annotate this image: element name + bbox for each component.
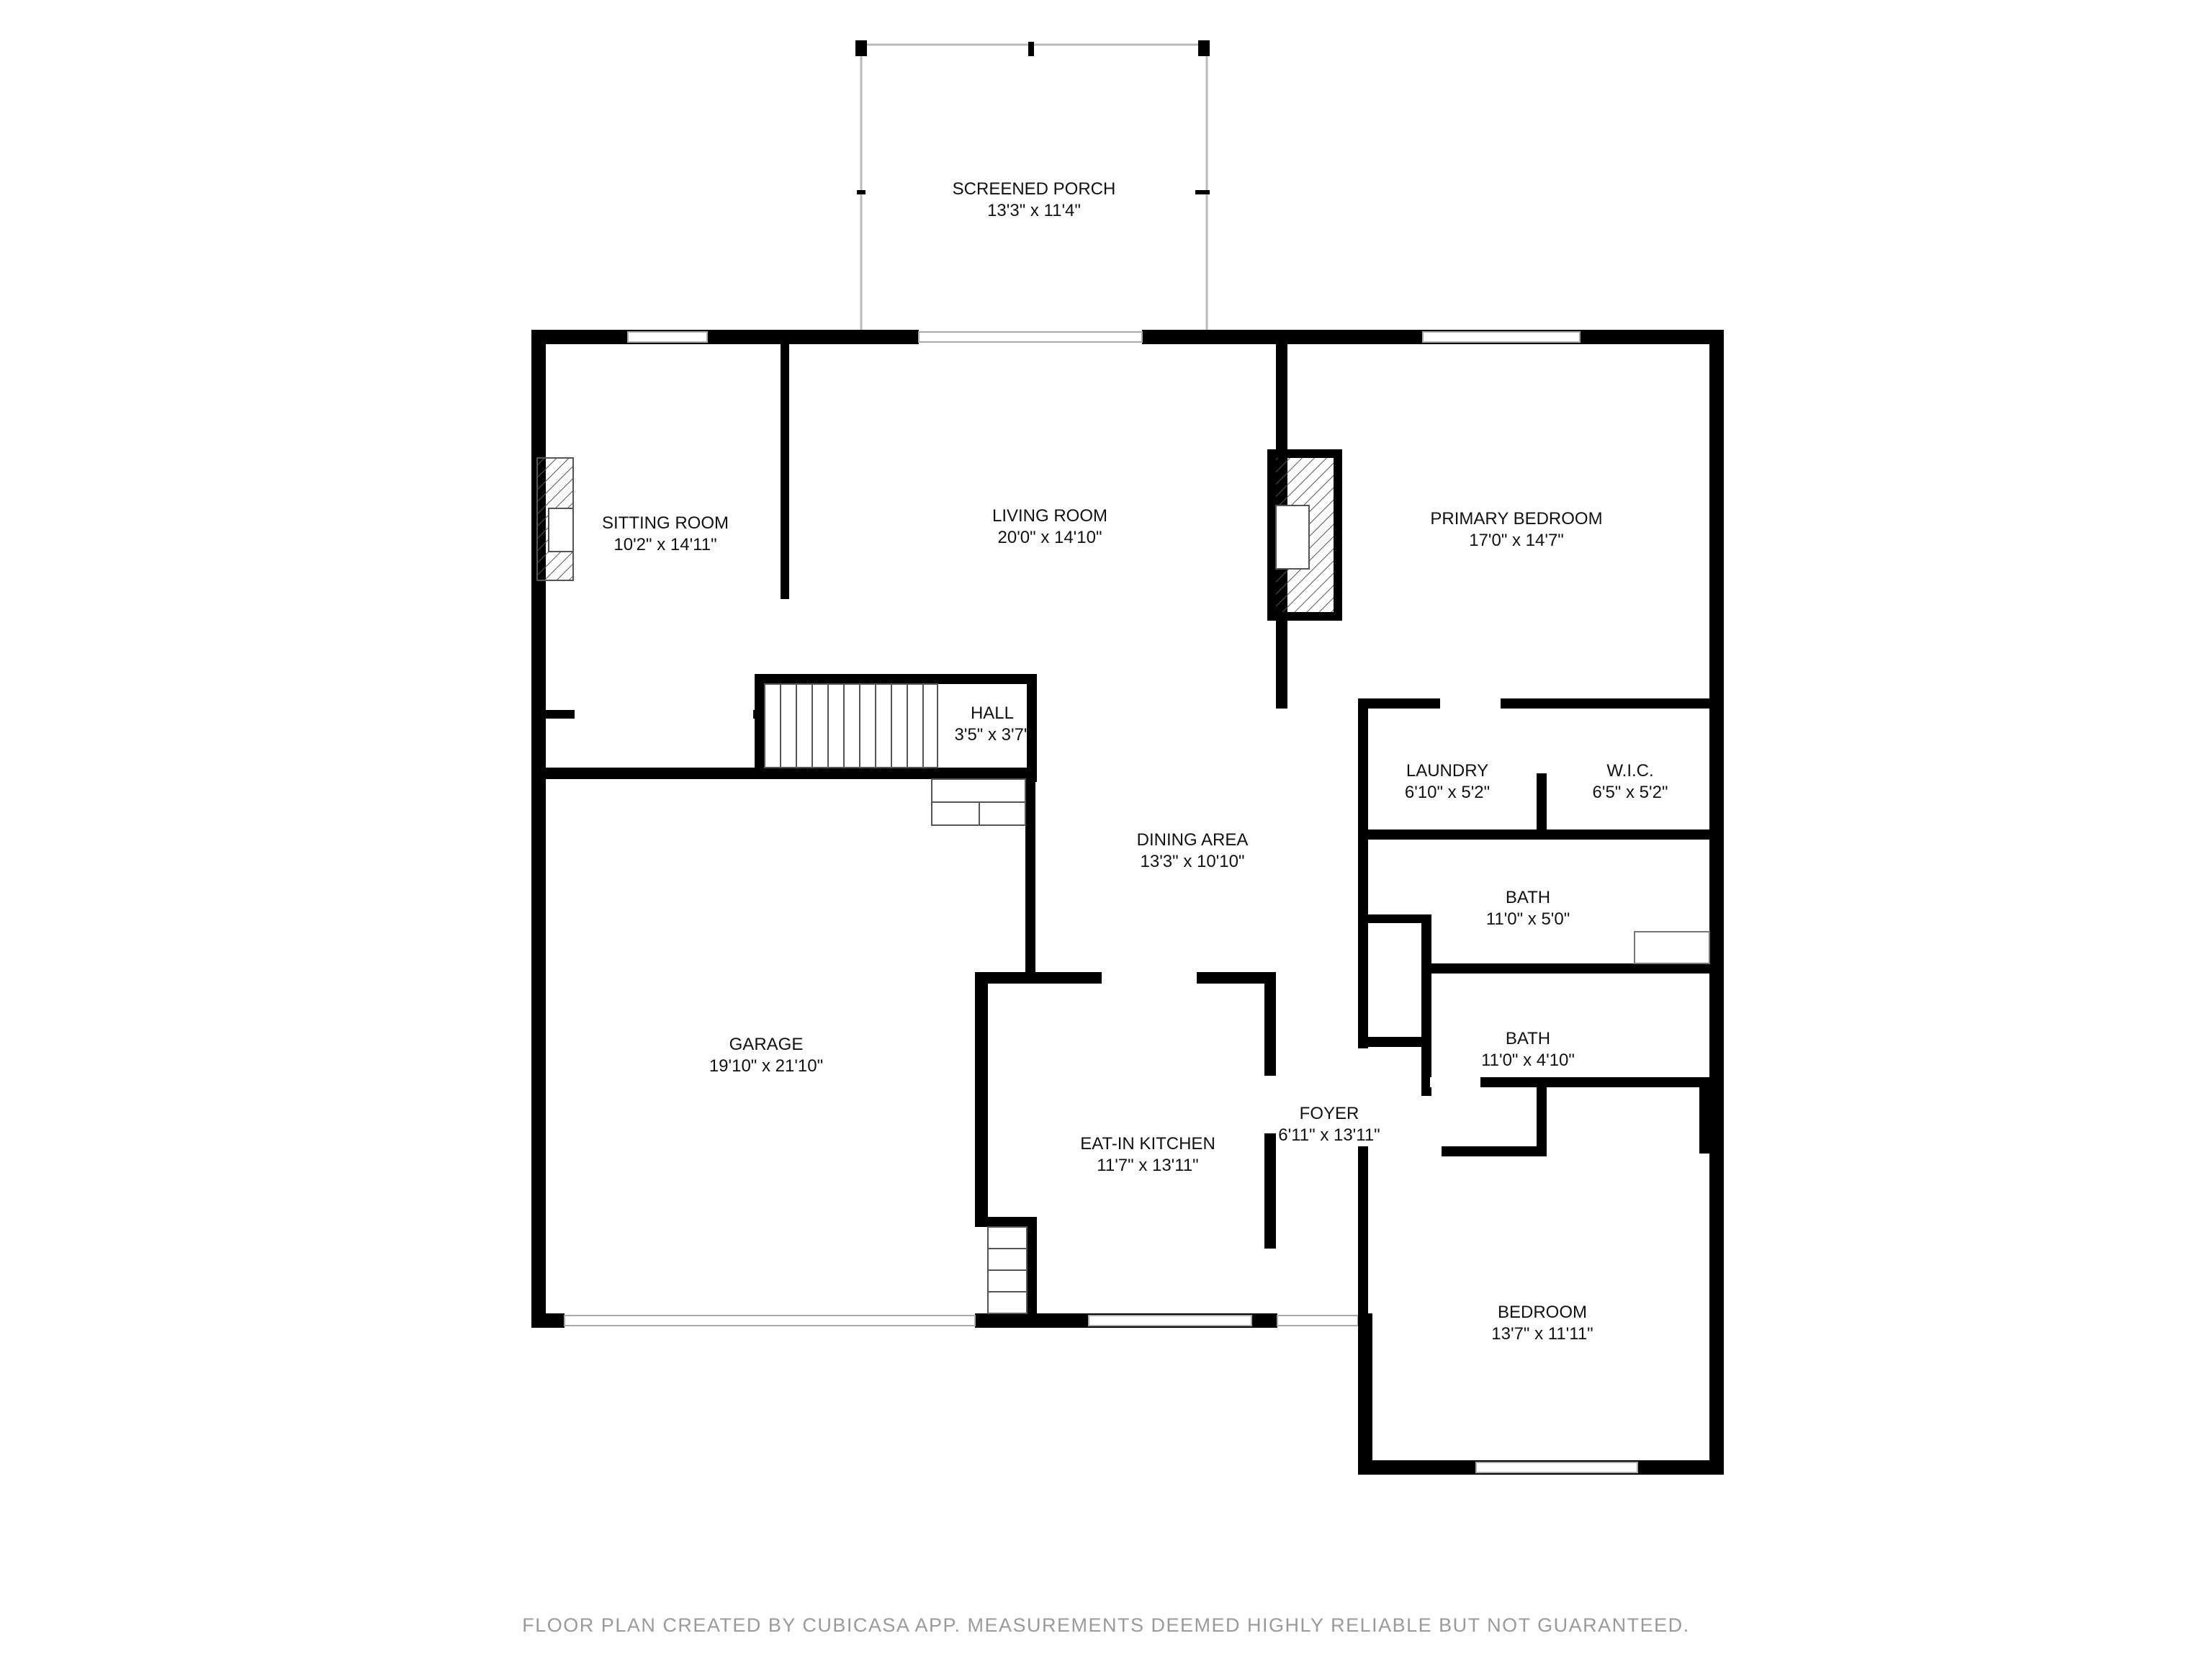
eat-in-kitchen-name: EAT-IN KITCHEN [1080,1134,1215,1154]
porch-posts [855,40,1210,194]
living-room-size: 20'0" x 14'10" [998,528,1102,547]
sitting-room-name: SITTING ROOM [602,513,729,533]
eat-in-kitchen-size: 11'7" x 13'11" [1097,1156,1198,1175]
dining-area-size: 13'3" x 10'10" [1141,852,1245,871]
primary-bedroom-size: 17'0" x 14'7" [1469,531,1564,550]
stairs [764,683,1028,1314]
foyer-size: 6'11" x 13'11" [1278,1125,1380,1145]
wic-name: W.I.C. [1606,761,1653,781]
hall-name: HALL [971,703,1014,723]
bath-fixtures [1634,931,1710,964]
primary-bedroom-name: PRIMARY BEDROOM [1430,509,1602,529]
garage-name: GARAGE [729,1035,804,1054]
windows [564,331,1638,1473]
dining-area-name: DINING AREA [1137,830,1249,850]
screened-porch-name: SCREENED PORCH [953,179,1116,199]
bath-2-size: 11'0" x 4'10" [1481,1051,1575,1070]
bath-1-name: BATH [1506,888,1550,907]
bedroom-size: 13'7" x 11'11" [1491,1324,1593,1344]
bath-2-name: BATH [1506,1029,1550,1048]
wic-size: 6'5" x 5'2" [1593,783,1668,802]
laundry-name: LAUNDRY [1406,761,1488,781]
bath-1-size: 11'0" x 5'0" [1486,909,1570,929]
laundry-size: 6'10" x 5'2" [1405,783,1490,802]
room-labels: SCREENED PORCH 13'3" x 11'4" SITTING ROO… [602,179,1668,1344]
screened-porch-size: 13'3" x 11'4" [987,201,1081,220]
garage-size: 19'10" x 21'10" [709,1056,823,1076]
living-room-name: LIVING ROOM [992,506,1107,526]
foyer-name: FOYER [1300,1104,1359,1123]
bedroom-name: BEDROOM [1498,1303,1587,1322]
doorways [575,698,1547,1156]
hall-size: 3'5" x 3'7" [955,725,1030,745]
fireplaces [536,449,1342,621]
sitting-room-size: 10'2" x 14'11" [613,535,716,554]
disclaimer-footer: FLOOR PLAN CREATED BY CUBICASA APP. MEAS… [522,1614,1690,1636]
